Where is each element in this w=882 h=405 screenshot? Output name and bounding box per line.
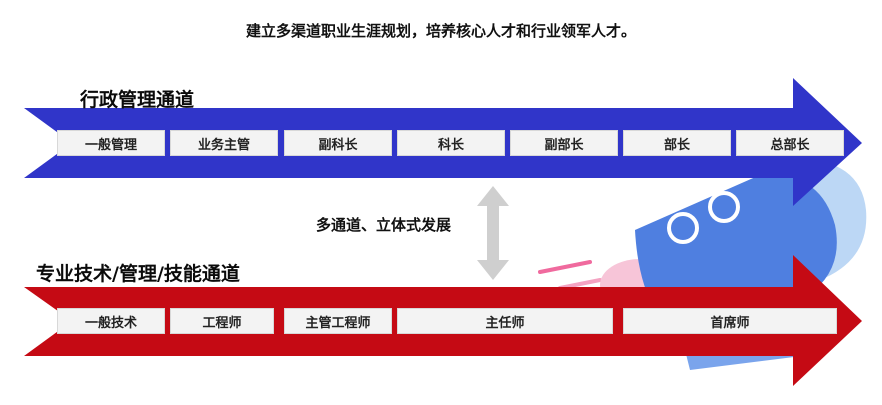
stage-box: 一般技术 [57,308,165,334]
stage-box: 总部长 [736,130,844,156]
stage-box: 一般管理 [57,130,165,156]
stage-box: 部长 [623,130,731,156]
stage-box: 科长 [397,130,505,156]
multi-channel-label: 多通道、立体式发展 [316,216,452,234]
stage-box: 业务主管 [170,130,278,156]
technical-track-title: 专业技术/管理/技能通道 [36,263,240,285]
stage-box: 工程师 [170,308,274,334]
stage-box: 主管工程师 [284,308,392,334]
stage-box: 首席师 [623,308,837,334]
stage-box: 主任师 [397,308,613,334]
admin-track-title: 行政管理通道 [80,89,195,111]
stage-box: 副部长 [510,130,618,156]
subtitle: 建立多渠道职业生涯规划，培养核心人才和行业领军人才。 [245,22,636,40]
stage-box: 副科长 [284,130,392,156]
